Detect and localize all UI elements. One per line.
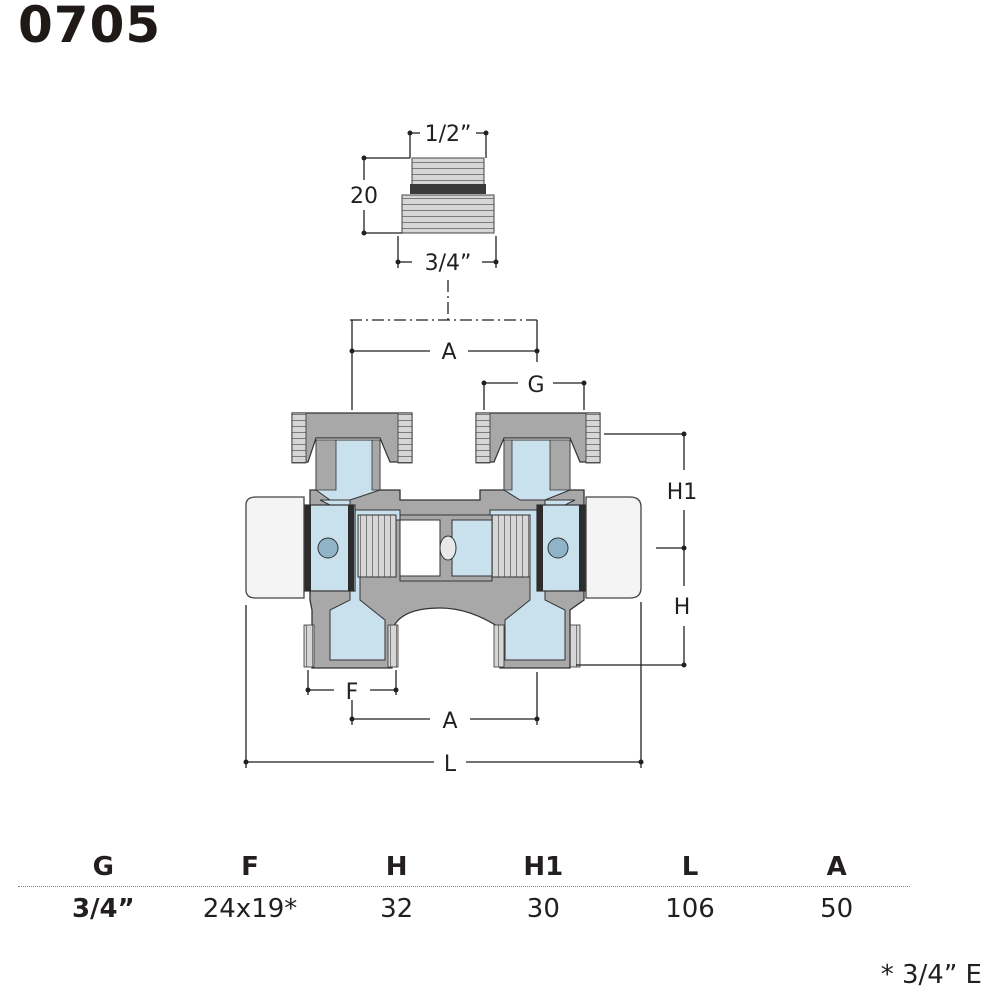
dim-a-top: A (441, 340, 456, 365)
dim-h: H (674, 595, 691, 620)
dim-length-20: 20 (350, 184, 378, 209)
table-separator (18, 886, 910, 887)
header-h: H (385, 852, 408, 882)
dim-g: G (527, 373, 544, 398)
dimension-lines: 1/2” 20 3/4” A G (243, 122, 698, 777)
header-f: F (241, 852, 259, 882)
value-f: 24x19* (202, 894, 298, 924)
value-l: 106 (665, 894, 715, 924)
value-h1: 30 (526, 894, 560, 924)
header-h1: H1 (523, 852, 564, 882)
header-g: G (92, 852, 114, 882)
spec-table-header: G F H H1 L A (30, 852, 910, 882)
footnote: * 3/4” E (880, 960, 982, 990)
adapter-nipple (401, 157, 495, 234)
value-a: 50 (820, 894, 854, 924)
dim-three-quarter: 3/4” (425, 251, 472, 276)
dim-l: L (444, 752, 457, 777)
spec-table-row: 3/4” 24x19* 32 30 106 50 (30, 894, 910, 924)
dim-a-bottom: A (442, 709, 457, 734)
dim-f: F (346, 680, 359, 705)
valve-technical-drawing: 1/2” 20 3/4” A G (243, 122, 698, 777)
header-a: A (826, 852, 847, 882)
dim-h1: H1 (667, 480, 698, 505)
header-l: L (681, 852, 699, 882)
valve-body (245, 412, 642, 669)
product-code: 0705 (18, 0, 162, 54)
value-h: 32 (380, 894, 414, 924)
dim-half-inch: 1/2” (425, 122, 472, 147)
value-g: 3/4” (71, 894, 135, 924)
